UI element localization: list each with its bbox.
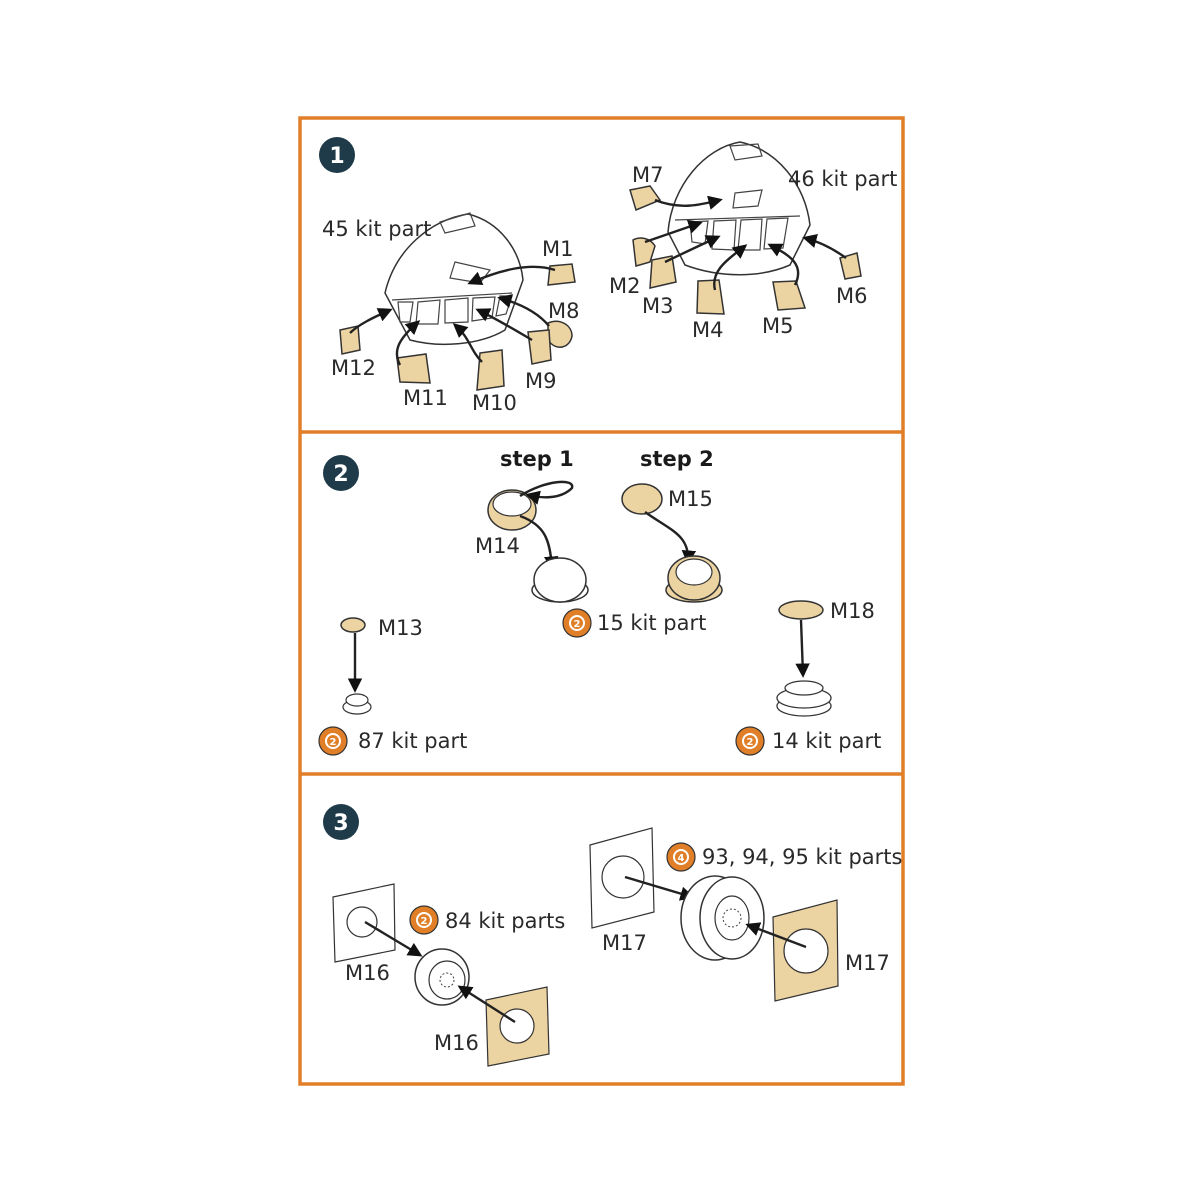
label-m4: M4 <box>692 318 723 342</box>
label-m8: M8 <box>548 299 579 323</box>
label-m12: M12 <box>331 356 376 380</box>
mask-m17-sheet <box>589 827 655 929</box>
step-badge-1: 1 <box>319 137 355 173</box>
svg-text:1: 1 <box>329 144 344 169</box>
mask-m7 <box>629 185 662 212</box>
svg-text:2: 2 <box>333 462 348 487</box>
kit-45-label: 45 kit part <box>322 217 431 241</box>
part-87 <box>342 693 372 715</box>
label-m2: M2 <box>609 274 640 298</box>
label-m16-bottom: M16 <box>434 1031 479 1055</box>
label-m16-top: M16 <box>345 961 390 985</box>
arrows-left <box>349 265 556 366</box>
label-m10: M10 <box>472 391 517 415</box>
label-m13: M13 <box>378 616 423 640</box>
kit-14-label: 14 kit part <box>772 729 881 753</box>
step-badge-3: 3 <box>323 804 359 840</box>
label-m1: M1 <box>542 237 573 261</box>
mask-m12 <box>339 325 361 355</box>
mask-m16-tan <box>485 986 550 1067</box>
masks-right <box>629 185 862 315</box>
mask-m4 <box>696 279 725 315</box>
mask-m10 <box>476 349 505 391</box>
svg-text:2: 2 <box>747 737 754 748</box>
label-m6: M6 <box>836 284 867 308</box>
kit-15-label: 15 kit part <box>597 611 706 635</box>
mask-m18 <box>778 600 824 620</box>
svg-text:2: 2 <box>330 737 337 748</box>
mask-m11 <box>396 353 431 384</box>
mask-m17-tan <box>772 899 839 1002</box>
masks-left <box>339 263 576 391</box>
label-m9: M9 <box>525 369 556 393</box>
part-15 <box>531 557 589 603</box>
part-15-assembled <box>665 555 723 603</box>
svg-text:4: 4 <box>678 853 685 864</box>
kit-part-15-icon: 2 <box>562 608 592 638</box>
label-m5: M5 <box>762 314 793 338</box>
kit-93-95-label: 93, 94, 95 kit parts <box>702 845 902 869</box>
mask-m5 <box>772 280 807 311</box>
mask-m6 <box>839 252 862 280</box>
kit-part-84-icon: 2 <box>409 905 439 935</box>
kit-part-14-icon: 2 <box>735 726 765 756</box>
instruction-frame <box>298 116 905 1086</box>
kit-87-label: 87 kit part <box>358 729 467 753</box>
mask-m15 <box>621 483 663 515</box>
label-m17-left: M17 <box>602 931 647 955</box>
section-3: 3 M16 2 84 kit parts M16 <box>323 804 902 1067</box>
kit-46-label: 46 kit part <box>788 167 897 191</box>
label-m3: M3 <box>642 294 673 318</box>
mask-m9 <box>527 329 552 365</box>
svg-text:3: 3 <box>333 811 348 836</box>
step-1-label: step 1 <box>500 447 574 471</box>
mask-m16-sheet <box>332 883 396 963</box>
step-badge-2: 2 <box>323 455 359 491</box>
kit-part-87-icon: 2 <box>318 726 348 756</box>
label-m17-right: M17 <box>845 951 890 975</box>
wheel-84 <box>414 948 470 1006</box>
kit-84-label: 84 kit parts <box>445 909 565 933</box>
mask-m14-ring <box>487 489 537 531</box>
wheel-93-95 <box>680 875 765 961</box>
svg-text:2: 2 <box>421 916 428 927</box>
mask-m13 <box>340 617 366 633</box>
kit-part-93-95-icon: 4 <box>666 842 696 872</box>
label-m14: M14 <box>475 534 520 558</box>
label-m15: M15 <box>668 487 713 511</box>
label-m11: M11 <box>403 386 448 410</box>
part-14 <box>776 680 832 717</box>
label-m18: M18 <box>830 599 875 623</box>
section-2: 2 step 1 step 2 M14 M15 2 1 <box>318 447 881 756</box>
mask-m3 <box>649 255 677 289</box>
label-m7: M7 <box>632 163 663 187</box>
mask-m1 <box>547 263 576 286</box>
section-1: 1 45 kit part <box>319 137 897 415</box>
svg-text:2: 2 <box>574 619 581 630</box>
arrows-right <box>644 195 847 291</box>
mask-m8 <box>547 320 573 348</box>
step-2-label: step 2 <box>640 447 714 471</box>
